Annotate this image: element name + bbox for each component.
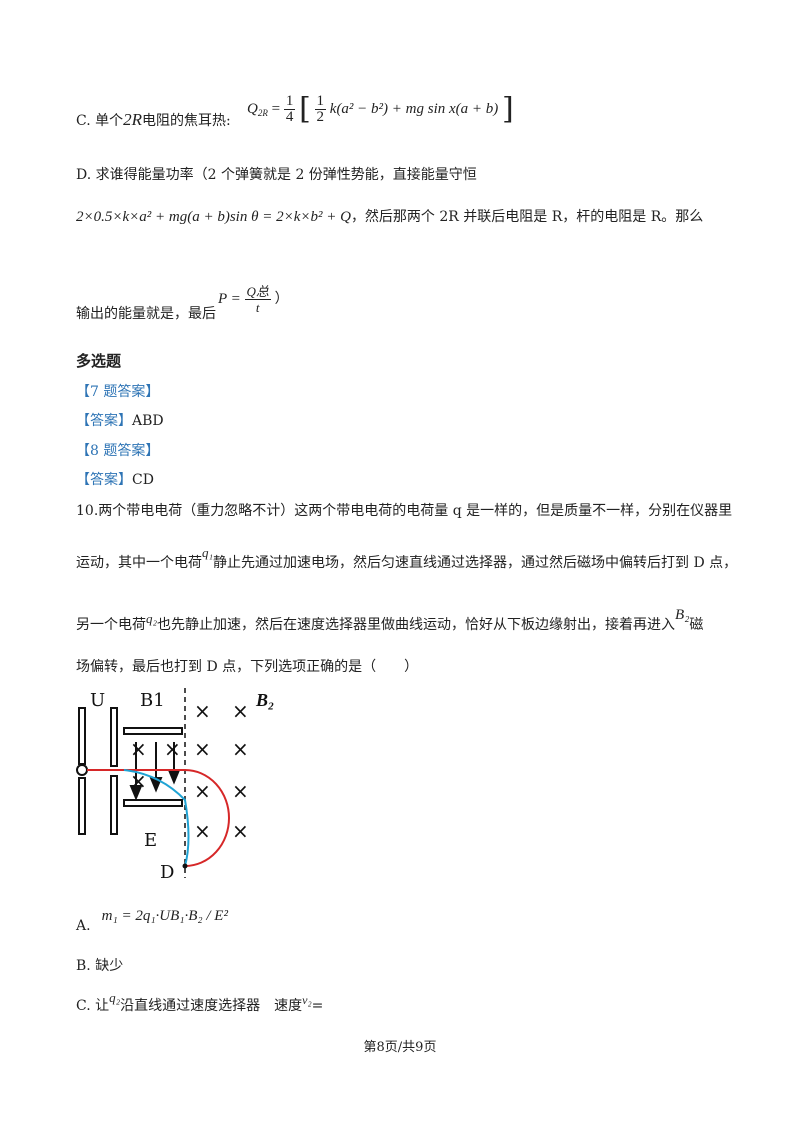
q7-answer: ABD: [132, 413, 164, 429]
magnetic-field-crosses: × × × × × × × × × × ×: [130, 699, 249, 843]
q8-answer-line: 【答案】CD: [76, 469, 154, 489]
label-d: D: [160, 862, 174, 883]
q10-b2: B₂: [675, 607, 690, 623]
option-d-text: 求谁得能量功率（2 个弹簧就是 2 份弹性势能，直接能量守恒: [95, 167, 477, 183]
q10-q2: q₂: [146, 611, 158, 626]
q10-line3a: 另一个电荷: [76, 617, 146, 633]
q7-tag: 【7 题答案】: [76, 384, 160, 400]
option-c2-text2: 沿直线通过速度选择器 速度: [120, 998, 303, 1014]
option-d-line2: 2×0.5×k×a² + mg(a + b)sin θ = 2×k×b² + Q…: [76, 206, 703, 226]
q10-line2a: 运动，其中一个电荷: [76, 555, 202, 571]
svg-text:×: ×: [164, 737, 181, 761]
power-closing: ）: [274, 291, 289, 307]
selector-bottom-plate: [123, 799, 183, 807]
option-b-label: B.: [76, 958, 91, 974]
option-c2-label: C.: [76, 998, 91, 1014]
q8-answer-tag: 【答案】: [76, 472, 132, 488]
frac-num: 1: [283, 93, 296, 110]
q10-line3c: 磁: [689, 617, 704, 633]
label-e: E: [144, 830, 157, 851]
q7-answer-tag: 【答案】: [76, 413, 132, 429]
label-b1: B1: [140, 690, 165, 711]
option-c2-eq: =: [311, 998, 324, 1014]
option-d-line3-text: 输出的能量就是，最后: [76, 306, 216, 322]
left-plate-top: [78, 707, 86, 765]
frac-den: 4: [285, 109, 294, 125]
point-d: [182, 863, 188, 869]
particle-source: [76, 764, 88, 776]
option-c2-v2: v₂: [302, 993, 312, 1007]
svg-text:×: ×: [194, 737, 211, 761]
option-c-text2: 电阻的焦耳热:: [142, 113, 231, 129]
physics-diagram: × × × × × × × × × × × U B1 B₂ E D: [76, 688, 274, 883]
power-lhs: P =: [218, 290, 241, 307]
right-bracket: ]: [502, 91, 514, 127]
section-title: 多选题: [76, 352, 122, 370]
svg-text:×: ×: [194, 819, 211, 843]
option-c-text: 单个: [95, 113, 124, 129]
label-u: U: [90, 690, 105, 711]
option-c2-line: C. 让q₂沿直线通过速度选择器 速度v₂=: [76, 990, 324, 1015]
inner-den: 2: [316, 109, 325, 125]
q10-line1: 10.两个带电电荷（重力忽略不计）这两个带电电荷的电荷量 q 是一样的，但是质量…: [76, 503, 733, 519]
formula-eq: =: [271, 100, 281, 117]
svg-text:×: ×: [232, 737, 249, 761]
formula-lhs: Q: [247, 100, 258, 117]
option-b-text: 缺少: [95, 958, 124, 974]
left-plate-bottom: [78, 777, 86, 835]
power-num: Q总: [244, 284, 271, 300]
option-c2-text1: 让: [95, 998, 110, 1014]
option-d-after-eq: ，然后那两个 2R 并联后电阻是 R，杆的电阻是 R。那么: [350, 209, 704, 225]
option-d-label: D.: [76, 167, 92, 183]
q1-path: [87, 769, 230, 867]
option-c-label: C.: [76, 113, 91, 129]
selector-top-plate: [123, 727, 183, 735]
inner-expr: k(a² − b²) + mg sin x(a + b): [329, 100, 499, 117]
q8-tag: 【8 题答案】: [76, 443, 160, 459]
option-a-line: A. m₁ = 2q₁·UB₁·B₂ / E²: [76, 905, 228, 934]
energy-equation: 2×0.5×k×a² + mg(a + b)sin θ = 2×k×b² + Q: [76, 209, 351, 225]
right-plate-bottom: [110, 775, 118, 835]
left-bracket: [: [299, 91, 311, 127]
q7-answer-line: 【答案】ABD: [76, 410, 164, 430]
option-a-formula: m₁ = 2q₁·UB₁·B₂ / E²: [101, 908, 228, 924]
svg-text:×: ×: [194, 779, 211, 803]
right-plate-top: [110, 707, 118, 767]
q10-q1: q₁: [202, 545, 214, 560]
inner-num: 1: [314, 93, 327, 110]
q10-line2b: 静止先通过加速电场，然后匀速直线通过选择器，通过然后磁场中偏转后打到 D 点，: [213, 555, 738, 571]
option-c2-q2: q₂: [109, 990, 121, 1005]
formula-lhs-sub: 2R: [257, 107, 268, 118]
svg-text:×: ×: [232, 779, 249, 803]
q8-answer: CD: [132, 472, 154, 488]
page-footer: 第8页/共9页: [363, 1040, 437, 1055]
svg-text:×: ×: [130, 737, 147, 761]
svg-text:×: ×: [194, 699, 211, 723]
option-d-line1: D. 求谁得能量功率（2 个弹簧就是 2 份弹性势能，直接能量守恒: [76, 164, 477, 184]
svg-text:×: ×: [232, 819, 249, 843]
q10-line4: 场偏转，最后也打到 D 点，下列选项正确的是（ ）: [76, 659, 419, 675]
option-b-line: B. 缺少: [76, 955, 123, 975]
option-c-2r: 2R: [123, 110, 143, 129]
q10-line3b: 也先静止加速，然后在速度选择器里做曲线运动，恰好从下板边缘射出，接着再进入: [157, 617, 676, 633]
option-d-line3: 输出的能量就是，最后: [76, 303, 216, 323]
option-c-line: C. 单个2R电阻的焦耳热:: [76, 110, 231, 130]
q2-path: [123, 769, 190, 867]
q10-line3: 另一个电荷q₂也先静止加速，然后在速度选择器里做曲线运动，恰好从下板边缘射出，接…: [76, 607, 704, 634]
label-b2: B₂: [255, 690, 274, 710]
option-a-label: A.: [76, 918, 91, 934]
svg-text:×: ×: [130, 769, 147, 793]
q10-line2: 运动，其中一个电荷q₁静止先通过加速电场，然后匀速直线通过选择器，通过然后磁场中…: [76, 545, 738, 572]
svg-text:×: ×: [232, 699, 249, 723]
power-den: t: [255, 300, 260, 315]
